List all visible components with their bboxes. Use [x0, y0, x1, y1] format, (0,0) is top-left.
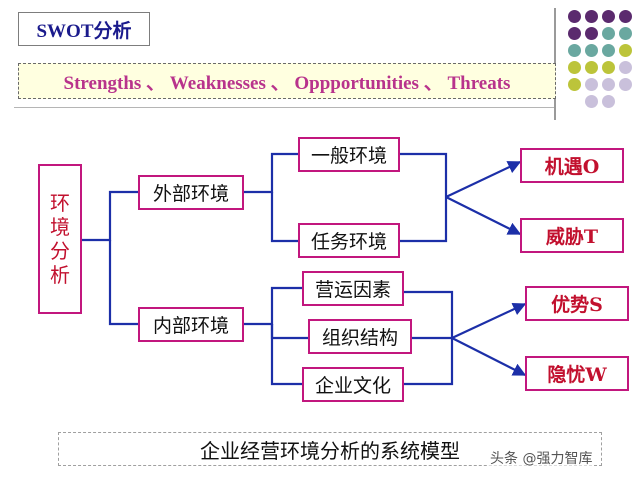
connector-root-internal	[108, 240, 138, 326]
node-operations-factors: 营运因素	[302, 271, 404, 306]
dot	[602, 44, 615, 57]
connector-internal-operations	[244, 286, 302, 326]
dot	[585, 44, 598, 57]
dot	[602, 10, 615, 23]
connector-internal-culture	[270, 324, 302, 386]
dot	[585, 95, 598, 108]
connector-general-merge	[400, 152, 448, 197]
dot	[619, 78, 632, 91]
node-general-environment: 一般环境	[298, 137, 400, 172]
node-threat: 威胁T	[520, 218, 624, 253]
dot	[619, 44, 632, 57]
watermark: 头条 @强力智库	[488, 448, 595, 468]
node-external-environment: 外部环境	[138, 175, 244, 210]
arrow-strength	[451, 303, 527, 339]
connector-task-merge	[400, 197, 448, 243]
dot	[568, 10, 581, 23]
dot	[602, 61, 615, 74]
decorative-dot-grid	[566, 8, 638, 108]
node-weakness: 隐忧W	[525, 356, 629, 391]
slide-title: SWOT分析	[18, 12, 150, 46]
dot	[585, 10, 598, 23]
node-task-environment: 任务环境	[298, 223, 400, 258]
dot	[619, 27, 632, 40]
node-internal-environment: 内部环境	[138, 307, 244, 342]
dot	[602, 27, 615, 40]
connector-root-external	[82, 190, 138, 242]
node-org-structure: 组织结构	[308, 319, 412, 354]
dot	[602, 95, 615, 108]
dot	[585, 61, 598, 74]
swot-subtitle-banner: Strengths 、 Weaknesses 、 Oppportunities …	[18, 63, 556, 99]
dot	[568, 44, 581, 57]
arrow-threat	[445, 196, 522, 235]
connector-internal-org	[270, 324, 308, 340]
connector-external-task	[270, 192, 298, 243]
dot	[568, 78, 581, 91]
connector-culture-merge	[404, 338, 454, 386]
node-corp-culture: 企业文化	[302, 367, 404, 402]
node-environment-analysis: 环 境 分 析	[38, 164, 82, 314]
dot	[602, 78, 615, 91]
dot	[568, 61, 581, 74]
arrow-opportunity	[445, 161, 522, 198]
dot	[585, 27, 598, 40]
dot	[568, 27, 581, 40]
connector-external-general	[244, 152, 298, 194]
node-opportunity: 机遇O	[520, 148, 624, 183]
arrow-weakness	[451, 337, 527, 376]
node-strength: 优势S	[525, 286, 629, 321]
dot	[585, 78, 598, 91]
dot	[619, 61, 632, 74]
dot	[619, 10, 632, 23]
connector-operations-merge	[404, 290, 454, 338]
header-divider-horizontal	[14, 107, 554, 108]
